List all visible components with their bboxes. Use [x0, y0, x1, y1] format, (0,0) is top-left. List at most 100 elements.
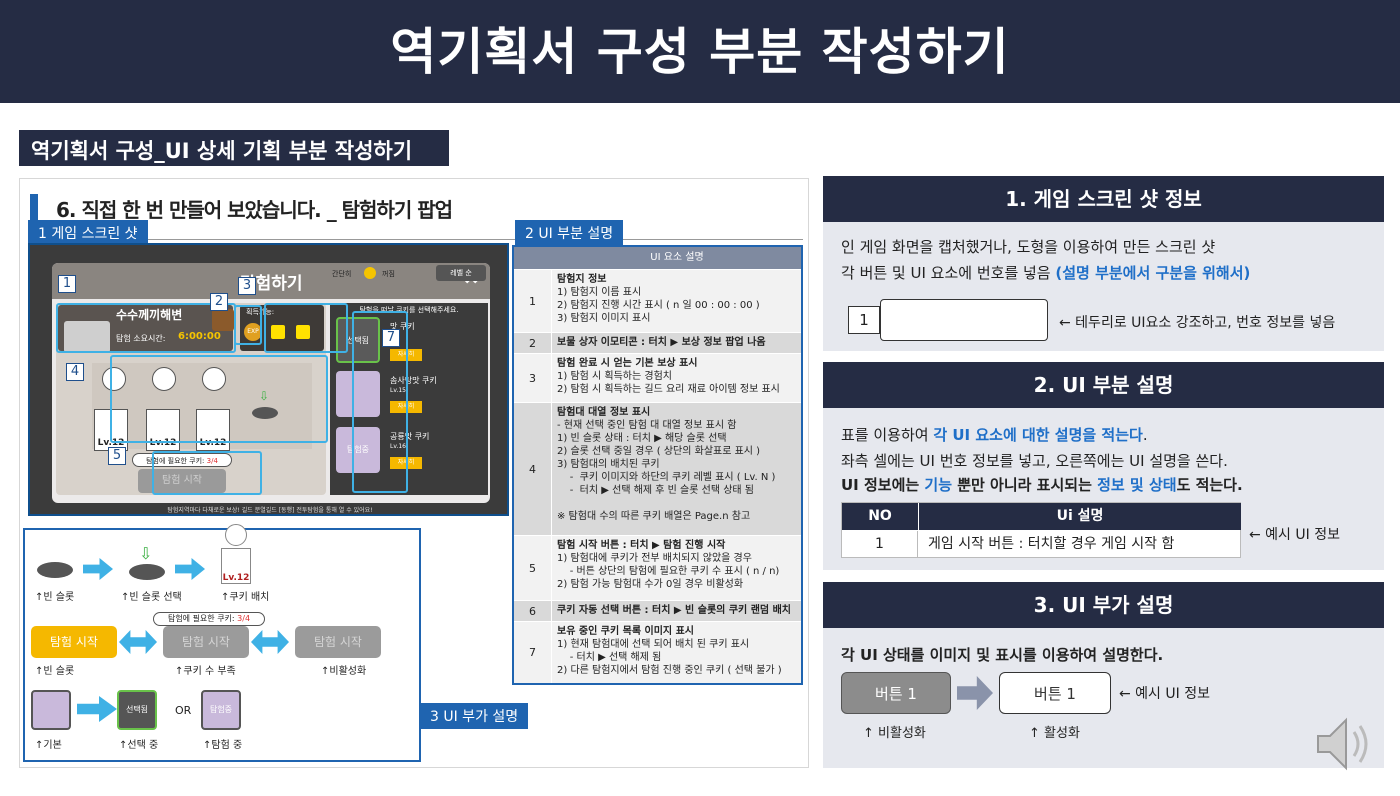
cookie-list: 간단히 꺼짐 레벨 순 탐험을 떠날 쿠키를 선택해주세요. 선택됨 맛 쿠키 … [330, 265, 488, 495]
ui-extra-panel: ⇩ Lv.12 ↑빈 슬롯 ↑빈 슬롯 선택 ↑쿠키 배치 탐험에 필요한 쿠키… [23, 524, 421, 762]
line-highlight: (설명 부분에서 구분을 위해서) [1055, 264, 1251, 282]
caption-active: ↑ 활성화 [1029, 726, 1080, 741]
row-title: 탐험 시작 버튼 : 터치 ▶ 탐험 진행 시작 [557, 540, 726, 551]
row-line: 2) 탐험 시 획득하는 길드 요리 재료 아이템 정보 표시 [557, 384, 780, 395]
table-row: 3 탐험 완료 시 얻는 기본 보상 표시 1) 탐험 시 획득하는 경험치 2… [514, 354, 801, 402]
level-sort-button[interactable]: 레벨 순 [436, 265, 486, 281]
caption-inactive: ↑ 비활성화 [863, 726, 926, 741]
sample-button-inactive: 버튼 1 [841, 672, 951, 714]
cookie-state-exploring[interactable]: 탐험중 [336, 427, 380, 473]
highlight-3 [264, 303, 348, 353]
ui-description-table: UI 요소 설명 1 탐험지 정보 1) 탐험지 이름 표시 2) 탐험지 진행… [512, 245, 803, 685]
toggle-icon[interactable] [364, 267, 376, 279]
or-label: OR [175, 704, 192, 717]
cookie-prompt: 탐험을 떠날 쿠키를 선택해주세요. [359, 306, 459, 314]
reward-item-icon [271, 325, 285, 339]
sample-number-box: 1 [848, 306, 880, 334]
empty-slot-icon[interactable] [202, 367, 226, 391]
section-3-line-1: 각 UI 상태를 이미지 및 표시를 이용하여 설명한다. [841, 646, 1164, 664]
cookie-level: Lv.15 [390, 387, 406, 394]
right-arrow-icon [175, 558, 205, 580]
cookie-portrait[interactable] [336, 371, 380, 417]
caption-state-explore: ↑탐험 중 [203, 740, 243, 751]
cookie-exploring-state: 탐험중 [201, 690, 241, 730]
number-badge: 2 [210, 293, 228, 311]
party-area: 수수께끼해변 탐험 소요시간: 6:00:00 획득가능: EXP Lv.12 … [56, 303, 326, 495]
right-arrow-icon [83, 558, 113, 580]
explore-popup: 탐험하기 ✖ 수수께끼해변 탐험 소요시간: 6:00:00 획득가능: EXP… [52, 263, 490, 503]
slot-level[interactable]: Lv.12 [146, 409, 180, 451]
row-number: 7 [514, 622, 552, 683]
highlight-1 [56, 303, 236, 353]
row-line: - 버튼 상단의 탐험에 필요한 쿠키 수 표시 ( n / n) [557, 566, 780, 577]
need-value: 3/4 [237, 614, 251, 623]
highlight-7 [352, 311, 408, 493]
line-text: UI 정보에는 [841, 476, 925, 494]
number-badge: 7 [382, 329, 400, 347]
row-line: - 현재 선택 중인 탐험 대 대열 정보 표시 함 [557, 420, 737, 431]
location-name: 수수께끼해변 [116, 308, 183, 322]
highlight-4 [110, 355, 328, 443]
number-badge: 3 [238, 277, 256, 295]
caption-empty-slot: ↑빈 슬롯 [35, 592, 75, 603]
selected-slot-icon[interactable] [252, 407, 278, 419]
number-badge: 4 [66, 363, 84, 381]
row-number: 2 [514, 333, 552, 353]
time-value: 6:00:00 [178, 331, 221, 342]
section-1-note: ← 테두리로 UI요소 강조하고, 번호 정보를 넣음 [1059, 315, 1336, 331]
line-text: 뿐만 아니라 표시되는 [952, 476, 1098, 494]
info-section-1: 1. 게임 스크린 샷 정보 인 게임 화면을 캡처했거나, 도형을 이용하여 … [823, 176, 1384, 351]
row-line: 3) 탐험지 이미지 표시 [557, 313, 651, 324]
empty-slot-icon [37, 562, 73, 578]
heading-divider [30, 239, 803, 240]
row-description: 쿠키 자동 선택 버튼 : 터치 ▶ 빈 슬롯의 쿠키 랜덤 배치 [553, 601, 801, 621]
row-line: - 터치 ▶ 선택 해제 후 빈 슬롯 선택 상태 됨 [557, 485, 754, 496]
sample-col-desc: Ui 설명 [919, 503, 1241, 530]
cookie-level: Lv.12 [221, 548, 251, 584]
row-line: 1) 탐험 시 획득하는 경험치 [557, 371, 672, 382]
sample-row-desc: 게임 시작 버튼 : 터치할 경우 게임 시작 함 [928, 536, 1175, 552]
section-3-title: 3. UI 부가 설명 [823, 582, 1384, 628]
row-number: 4 [514, 403, 552, 535]
row-line: - 터치 ▶ 선택 해제 됨 [557, 652, 662, 663]
sample-table: NO Ui 설명 1 게임 시작 버튼 : 터치할 경우 게임 시작 함 [841, 502, 1241, 558]
cookie-name: 솜사탕맛 쿠키 [390, 376, 437, 385]
cookie-name: 맛 쿠키 [390, 322, 415, 331]
section-1-title: 1. 게임 스크린 샷 정보 [823, 176, 1384, 222]
page-title: 역기획서 구성 부분 작성하기 [390, 23, 1010, 81]
caption-btn-lack: ↑쿠키 수 부족 [175, 666, 236, 677]
table-header: UI 요소 설명 [514, 247, 801, 269]
caption-state-base: ↑기본 [35, 740, 62, 751]
info-section-3: 3. UI 부가 설명 각 UI 상태를 이미지 및 표시를 이용하여 설명한다… [823, 582, 1384, 768]
row-line: 1) 탐험대에 쿠키가 전부 배치되지 않았을 경우 [557, 553, 752, 564]
need-label: 탐험에 필요한 쿠키: [167, 614, 235, 623]
section-2-note: ← 예시 UI 정보 [1249, 527, 1340, 543]
number-badge: 5 [108, 447, 126, 465]
row-description: 보물 상자 이모티콘 : 터치 ▶ 보상 정보 팝업 나옴 [553, 333, 801, 353]
empty-slot-icon[interactable] [102, 367, 126, 391]
section-2-line-3: UI 정보에는 기능 뿐만 아니라 표시되는 정보 및 상태도 적는다. [841, 474, 1243, 495]
row-number: 6 [514, 601, 552, 621]
start-button-active: 탐험 시작 [31, 626, 117, 658]
empty-slot-icon[interactable] [152, 367, 176, 391]
row-line: ※ 탐험대 수의 따른 쿠키 배열은 Page.n 참고 [557, 511, 751, 522]
tag-extra: 3 UI 부가 설명 [420, 703, 529, 729]
row-title: 탐험대 대열 정보 표시 [557, 407, 651, 418]
table-row: 6 쿠키 자동 선택 버튼 : 터치 ▶ 빈 슬롯의 쿠키 랜덤 배치 [514, 601, 801, 621]
row-line: 2) 슬롯 선택 중일 경우 ( 상단의 화살표로 표시 ) [557, 446, 761, 457]
section-3-note: ← 예시 UI 정보 [1119, 686, 1210, 702]
cookie-state-selected[interactable]: 선택됨 [336, 317, 380, 363]
row-line: 3) 탐험대의 배치된 쿠키 [557, 459, 660, 470]
row-line: 2) 다른 탐험지에서 탐험 진행 중인 쿠키 ( 선택 불가 ) [557, 665, 782, 676]
sample-ui-element [880, 299, 1048, 341]
cookie-head-icon [225, 524, 247, 546]
line-highlight: 정보 및 상태 [1097, 476, 1177, 494]
right-arrow-icon [77, 696, 117, 722]
line-highlight: 기능 [924, 476, 953, 494]
speaker-icon[interactable] [1314, 712, 1378, 776]
sample-button-active: 버튼 1 [999, 672, 1111, 714]
treasure-chest-icon[interactable] [212, 309, 234, 331]
row-line: 1) 빈 슬롯 상태 : 터치 ▶ 해당 슬롯 선택 [557, 433, 727, 444]
slot-level[interactable]: Lv.12 [196, 409, 230, 451]
row-title: 보유 중인 쿠키 목록 이미지 표시 [557, 626, 695, 637]
